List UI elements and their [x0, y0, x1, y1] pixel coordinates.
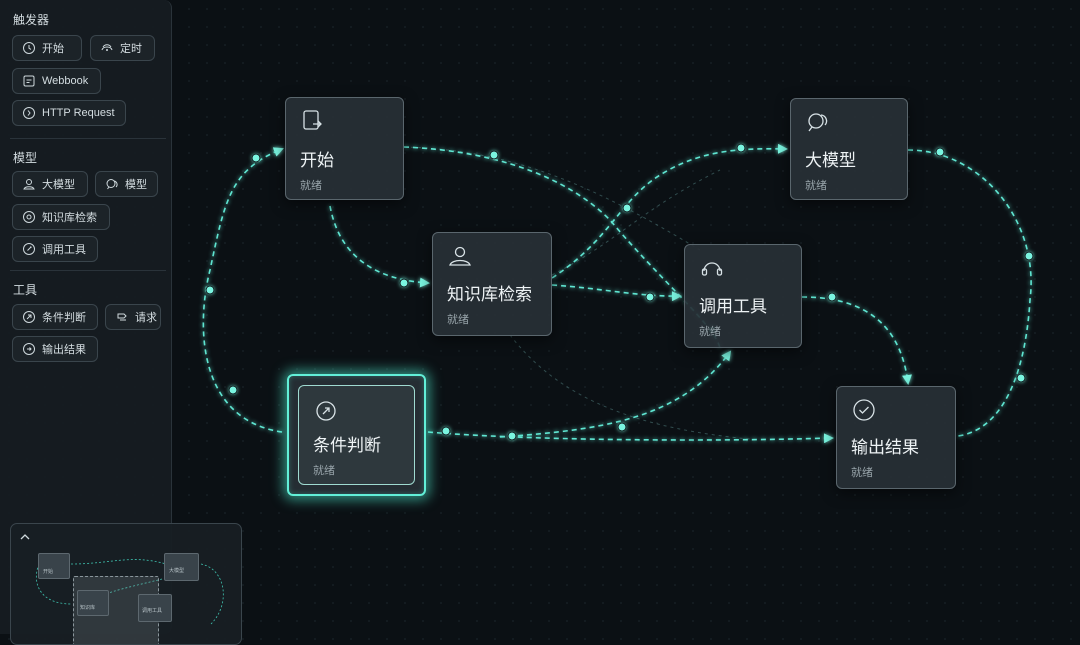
node-call-tool[interactable]: 调用工具 就绪: [684, 244, 802, 348]
connection-tool-to-output: [801, 296, 912, 385]
condition-icon: [23, 311, 35, 323]
webhook-icon: [23, 75, 35, 87]
palette-item-request[interactable]: 请求: [105, 304, 161, 330]
palette-item-webhook[interactable]: Webbook: [12, 68, 101, 94]
connection-dot: [507, 431, 517, 441]
connection-start-to-kb: [329, 205, 430, 288]
connection-dot: [827, 292, 837, 302]
palette-item-llm[interactable]: 大模型: [12, 171, 88, 197]
connection-dot: [489, 150, 499, 160]
connection-dot: [645, 292, 655, 302]
palette-item-label: 条件判断: [42, 312, 86, 324]
connection-dot: [617, 422, 627, 432]
tool-icon: [23, 243, 35, 255]
node-title: 调用工具: [699, 297, 767, 316]
palette-item-label: 知识库检索: [42, 212, 97, 224]
divider: [10, 138, 166, 139]
settings-icon: [23, 211, 35, 223]
palette-item-http-request[interactable]: HTTP Request: [12, 100, 126, 126]
palette-item-start[interactable]: 开始: [12, 35, 82, 61]
connection-dot: [935, 147, 945, 157]
palette-item-label: Webbook: [42, 75, 89, 87]
connection-cond-to-start: [202, 147, 284, 433]
connection-cond-to-tool: [499, 350, 732, 438]
connection-cond-to-output: [427, 431, 834, 444]
clock-icon: [23, 42, 35, 54]
palette-item-label: 调用工具: [42, 244, 86, 256]
node-llm[interactable]: 大模型 就绪: [790, 98, 908, 200]
connection-dot: [205, 285, 215, 295]
file-export-icon: [303, 110, 322, 130]
minimap-node: [164, 553, 199, 581]
palette-item-label: 输出结果: [42, 344, 86, 356]
palette-item-label: 大模型: [42, 179, 75, 191]
timer-icon: [101, 44, 113, 51]
palette-item-condition[interactable]: 条件判断: [12, 304, 98, 330]
minimap-node: [138, 594, 172, 622]
connection-llm-to-output: [907, 149, 1032, 437]
headset-icon: [701, 262, 723, 276]
palette-item-label: 定时: [120, 43, 142, 55]
node-status: 就绪: [447, 314, 469, 326]
palette-item-label: 开始: [42, 43, 64, 55]
request-icon: [117, 313, 127, 321]
connection-dot: [1024, 251, 1034, 261]
node-status: 就绪: [300, 180, 322, 192]
section-title-models: 模型: [13, 151, 38, 165]
node-inner-panel: 条件判断 就绪: [298, 385, 415, 485]
connection-faint: [551, 169, 721, 276]
node-title: 知识库检索: [447, 285, 532, 304]
node-status: 就绪: [313, 465, 335, 477]
check-circle-icon: [853, 399, 875, 421]
minimap[interactable]: 开始 大模型 知识库 调用工具: [10, 523, 242, 645]
user-icon: [23, 179, 35, 190]
minimap-label: 知识库: [80, 605, 96, 611]
section-title-triggers: 触发器: [13, 13, 50, 27]
output-icon: [23, 343, 35, 355]
palette-item-label: 请求: [135, 312, 157, 324]
connection-kb-to-tool: [551, 284, 682, 302]
node-status: 就绪: [805, 180, 827, 192]
node-output[interactable]: 输出结果 就绪: [836, 386, 956, 489]
condition-icon: [316, 401, 336, 421]
chevron-up-icon[interactable]: [19, 532, 31, 542]
connection-faint: [403, 146, 701, 251]
node-title: 条件判断: [313, 436, 381, 455]
connection-dot: [736, 143, 746, 153]
palette-item-output[interactable]: 输出结果: [12, 336, 98, 362]
divider: [10, 270, 166, 271]
connection-dot: [622, 203, 632, 213]
chat-bubbles-icon: [106, 179, 118, 190]
palette-item-label: HTTP Request: [42, 107, 115, 119]
node-status: 就绪: [699, 326, 721, 338]
connection-dot: [441, 426, 451, 436]
connection-faint: [509, 334, 761, 441]
connection-dot: [1016, 373, 1026, 383]
node-title: 开始: [300, 151, 334, 170]
connection-dot: [251, 153, 261, 163]
node-title: 输出结果: [851, 438, 919, 457]
node-start[interactable]: 开始 就绪: [285, 97, 404, 200]
node-status: 就绪: [851, 467, 873, 479]
connection-dot: [228, 385, 238, 395]
palette-item-knowledge-retrieval[interactable]: 知识库检索: [12, 204, 110, 230]
node-knowledge-retrieval[interactable]: 知识库检索 就绪: [432, 232, 552, 336]
palette-item-timer[interactable]: 定时: [90, 35, 155, 61]
connection-dot: [399, 278, 409, 288]
minimap-label: 调用工具: [142, 608, 163, 614]
minimap-label: 开始: [43, 569, 54, 575]
section-title-tools: 工具: [13, 283, 38, 297]
node-title: 大模型: [805, 151, 856, 170]
palette-item-call-tool[interactable]: 调用工具: [12, 236, 98, 262]
minimap-node: [77, 590, 109, 616]
user-icon: [449, 246, 471, 266]
node-condition-selected[interactable]: 条件判断 就绪: [287, 374, 426, 496]
minimap-node: [38, 553, 70, 579]
palette-item-model[interactable]: 模型: [95, 171, 158, 197]
chat-bubbles-icon: [808, 113, 828, 132]
minimap-label: 大模型: [169, 568, 185, 574]
http-icon: [23, 107, 35, 119]
palette-item-label: 模型: [125, 179, 147, 191]
